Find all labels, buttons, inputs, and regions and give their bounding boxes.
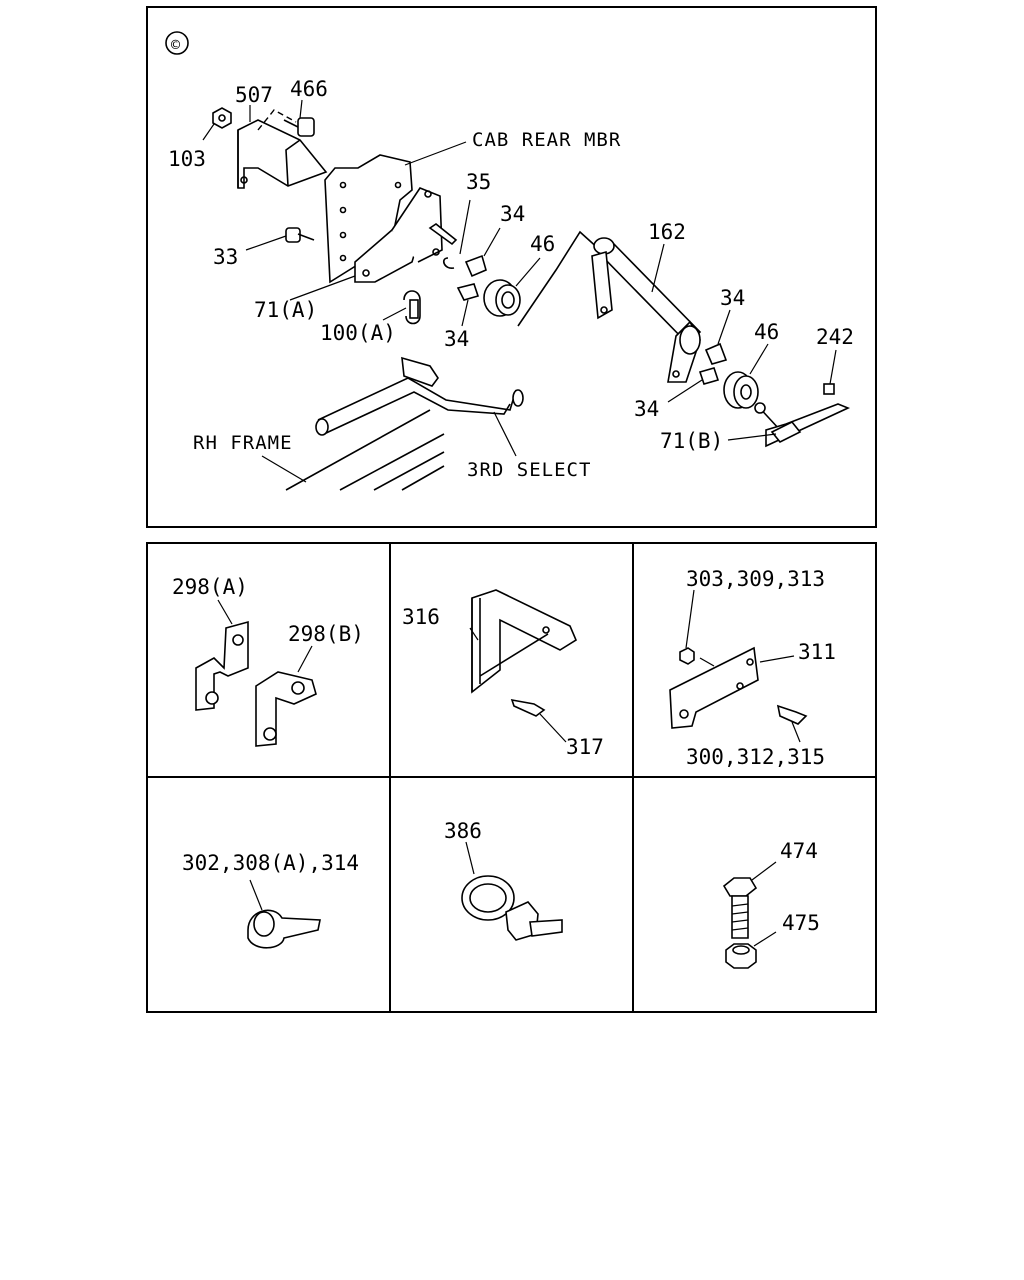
pivot-bracket-71a (354, 187, 458, 283)
third-select-rod (315, 356, 524, 436)
label-34-right: 34 (720, 286, 745, 310)
upper-bracket-507 (237, 109, 328, 189)
detail-cell-386: 386 (444, 819, 563, 941)
shaft-162 (591, 237, 702, 383)
label-300-312-315: 300,312,315 (686, 745, 825, 769)
label-242: 242 (816, 325, 854, 349)
bolt-466 (283, 117, 315, 137)
label-466: 466 (290, 77, 328, 101)
detail-cell-302: 302,308(A),314 (182, 851, 359, 949)
label-475: 475 (782, 911, 820, 935)
label-303-309-313: 303,309,313 (686, 567, 825, 591)
rh-frame-rails (285, 409, 445, 491)
label-34-mid: 34 (444, 327, 469, 351)
pin-100a (403, 290, 421, 325)
boot-46-right (723, 371, 759, 409)
label-46-right: 46 (754, 320, 779, 344)
detail-grid: 298(A) 298(B) 316 317 (146, 542, 877, 1013)
nut-103 (212, 107, 232, 129)
detail-cell-316: 316 317 (402, 589, 604, 759)
detail-cell-298: 298(A) 298(B) (172, 575, 364, 747)
main-panel: © (146, 6, 877, 528)
label-103: 103 (168, 147, 206, 171)
label-33: 33 (213, 245, 238, 269)
bush-34-lower (456, 283, 480, 301)
section-marker: © (171, 36, 181, 54)
label-46-top: 46 (530, 232, 555, 256)
bracket-71b (754, 402, 851, 448)
bush-34-upper (464, 254, 487, 278)
section-marker-circle (165, 31, 189, 55)
boot-46-left (483, 279, 521, 317)
label-71a: 71(A) (254, 298, 317, 322)
label-34-top: 34 (500, 202, 525, 226)
label-474: 474 (780, 839, 818, 863)
label-311: 311 (798, 640, 836, 664)
label-317: 317 (566, 735, 604, 759)
label-100a: 100(A) (320, 321, 396, 345)
label-35: 35 (466, 170, 491, 194)
detail-cell-311: 303,309,313 311 300,312,315 (669, 567, 836, 769)
label-3rd-select: 3RD SELECT (467, 459, 591, 481)
label-162: 162 (648, 220, 686, 244)
main-panel-border (146, 6, 877, 528)
clip-35 (442, 257, 455, 269)
label-34-low: 34 (634, 397, 659, 421)
label-316: 316 (402, 605, 440, 629)
bush-34-right-lower (698, 367, 720, 385)
label-298b: 298(B) (288, 622, 364, 646)
bush-34-right-upper (704, 342, 728, 365)
label-302-308a-314: 302,308(A),314 (182, 851, 359, 875)
label-rh-frame: RH FRAME (193, 432, 293, 454)
label-cab-rear-mbr: CAB REAR MBR (472, 129, 621, 151)
label-298a: 298(A) (172, 575, 248, 599)
cab-rear-member (324, 154, 413, 284)
label-386: 386 (444, 819, 482, 843)
label-71b: 71(B) (660, 429, 723, 453)
bolt-33 (285, 227, 315, 243)
nut-242 (823, 383, 835, 395)
detail-cell-474: 474 475 (722, 839, 820, 969)
label-507: 507 (235, 83, 273, 107)
